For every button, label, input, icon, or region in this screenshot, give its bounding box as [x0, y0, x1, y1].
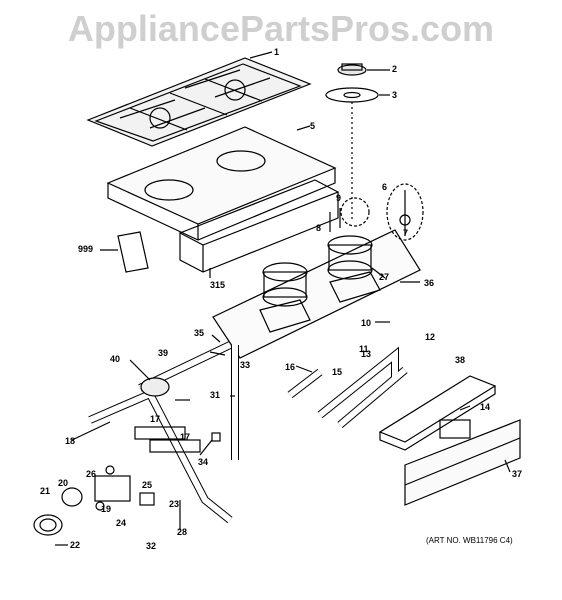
- callout-6: 6: [382, 182, 387, 192]
- callout-35: 35: [194, 328, 204, 338]
- callout-22: 22: [70, 540, 80, 550]
- callout-11: 11: [359, 344, 369, 354]
- callout-8: 8: [316, 223, 321, 233]
- valve-bank-icon: [134, 426, 221, 453]
- callout-10: 10: [361, 318, 371, 328]
- callout-31: 31: [210, 390, 220, 400]
- burner-head-icon: [325, 87, 379, 103]
- callout-13: 13: [361, 349, 371, 359]
- callout-28: 28: [177, 527, 187, 537]
- control-knob-icon: [33, 465, 181, 536]
- callout-12: 12: [425, 332, 435, 342]
- callout-23: 23: [169, 499, 179, 509]
- callout-999: 999: [78, 244, 93, 254]
- callout-5: 5: [310, 121, 315, 131]
- burner-cap-icon: [337, 63, 367, 76]
- callout-26: 26: [86, 469, 96, 479]
- callout-27: 27: [379, 272, 389, 282]
- callout-40: 40: [110, 354, 120, 364]
- callout-315: 315: [210, 280, 225, 290]
- igniter-parts-icon: [329, 183, 424, 241]
- burner-assembly-icon: [212, 229, 421, 359]
- callout-25: 25: [142, 480, 152, 490]
- callout-14: 14: [480, 402, 490, 412]
- callout-2: 2: [392, 64, 397, 74]
- callout-20: 20: [58, 478, 68, 488]
- callout-18: 18: [65, 436, 75, 446]
- callout-9: 9: [336, 193, 341, 203]
- cooktop-pan-icon: [106, 126, 337, 241]
- callout-15: 15: [332, 367, 342, 377]
- literature-card-icon: [117, 231, 149, 273]
- grate-icon: [86, 57, 312, 147]
- callout-16: 16: [285, 362, 295, 372]
- callout-17: 17: [150, 414, 160, 424]
- gas-manifold-icon: [88, 341, 408, 524]
- callout-34: 34: [198, 457, 208, 467]
- callout-3: 3: [392, 90, 397, 100]
- callout-38: 38: [455, 355, 465, 365]
- front-trim-icon: [178, 179, 340, 273]
- callout-17: 17: [180, 432, 190, 442]
- trim-channel-icon: [378, 375, 521, 506]
- callout-21: 21: [40, 486, 50, 496]
- callout-37: 37: [512, 469, 522, 479]
- callout-19: 19: [101, 504, 111, 514]
- callout-7: 7: [403, 228, 408, 238]
- callout-36: 36: [424, 278, 434, 288]
- callout-32: 32: [146, 541, 156, 551]
- art-number: (ART NO. WB11796 C4): [426, 536, 513, 545]
- callout-24: 24: [116, 518, 126, 528]
- callout-33: 33: [240, 360, 250, 370]
- callout-1: 1: [274, 47, 279, 57]
- callout-39: 39: [158, 348, 168, 358]
